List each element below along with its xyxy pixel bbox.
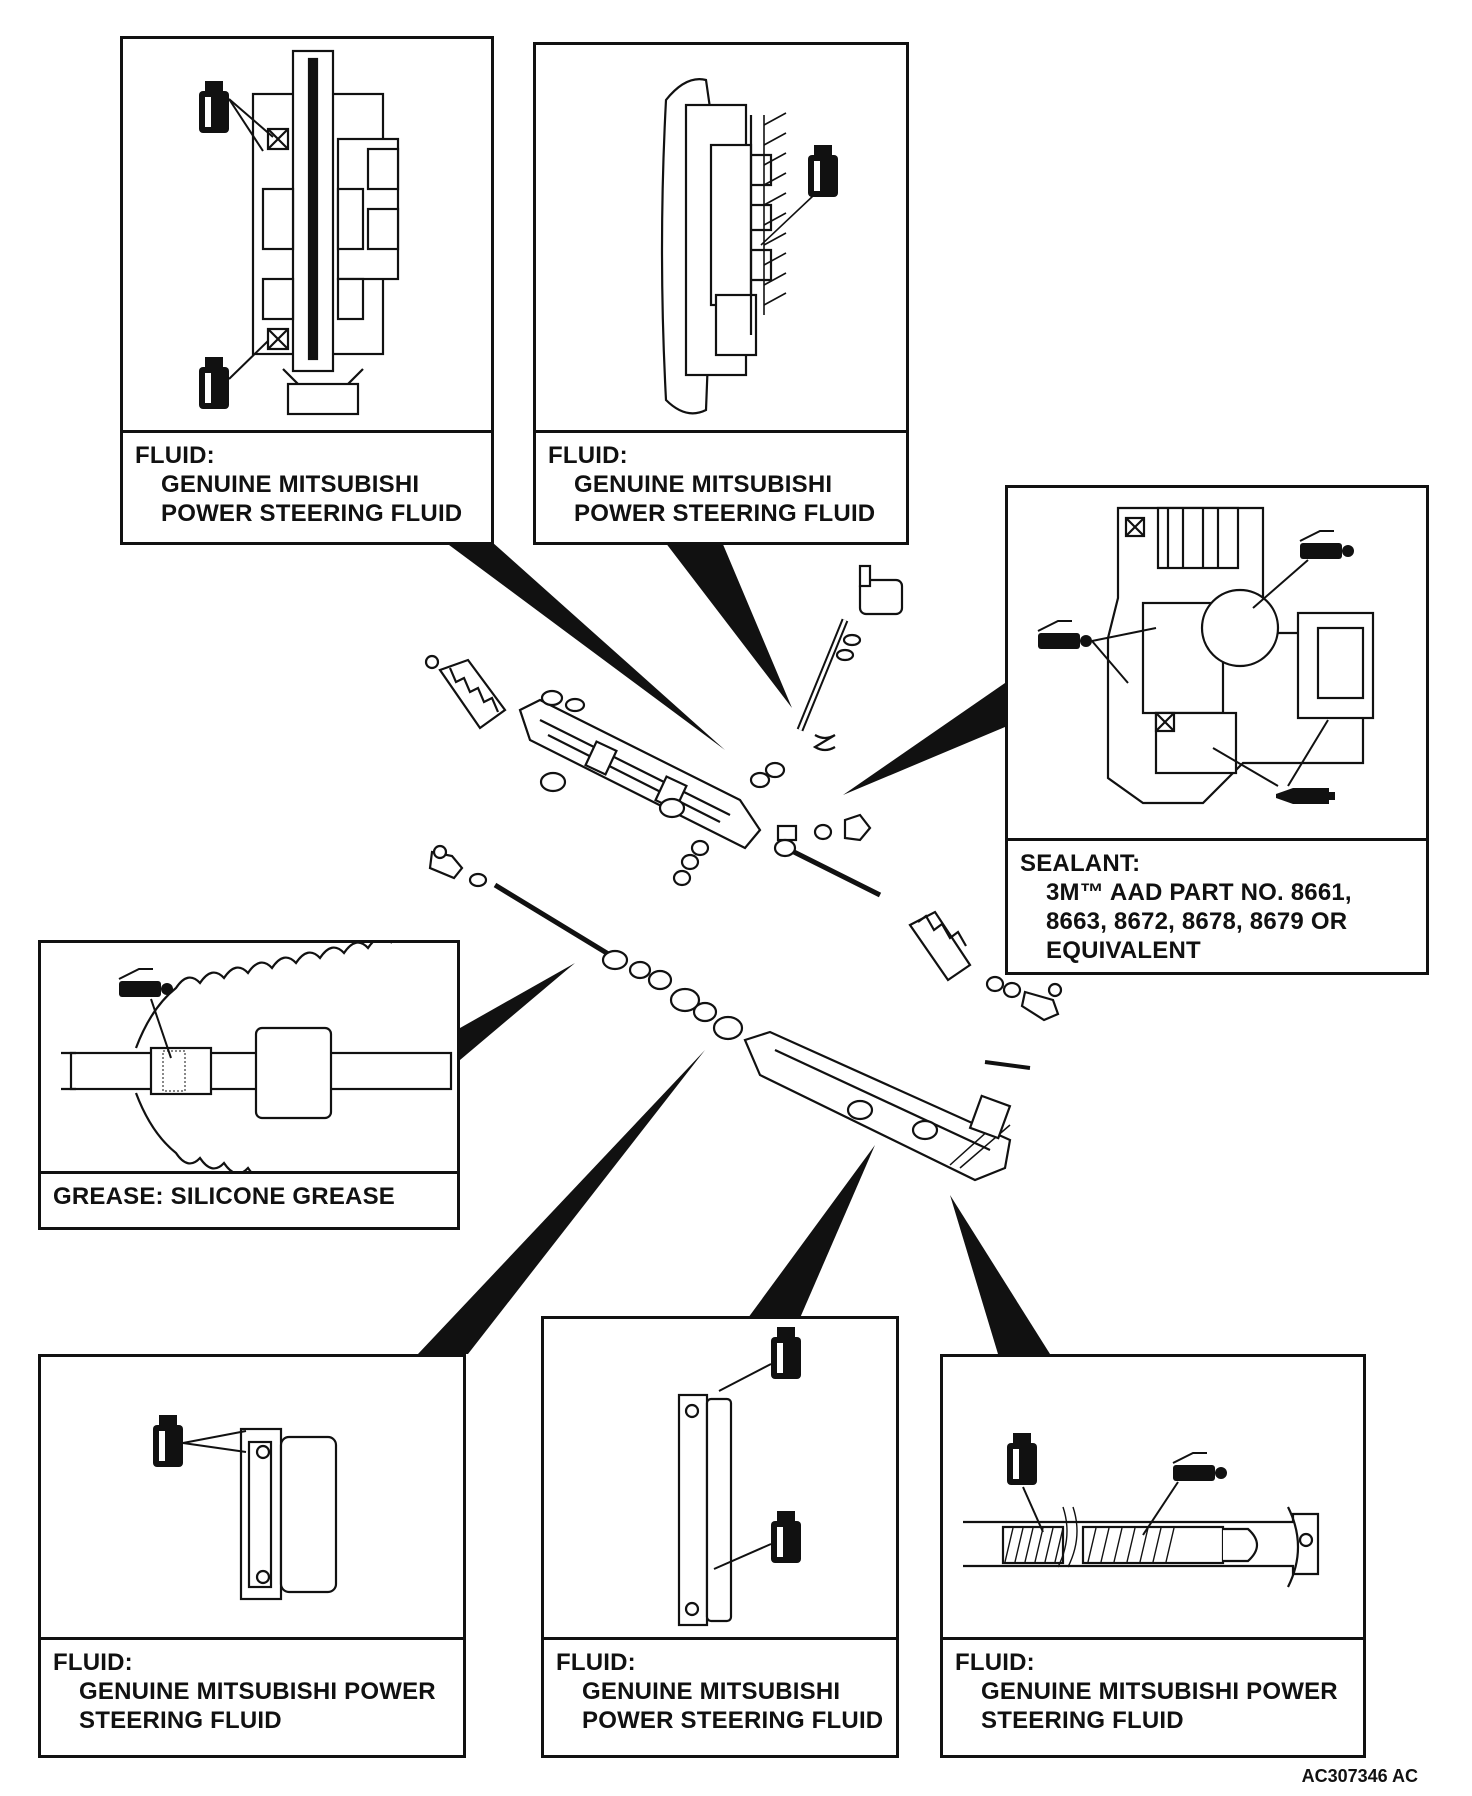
caption-head: SEALANT: bbox=[1020, 850, 1141, 877]
caption-head: FLUID: bbox=[135, 442, 215, 469]
fluid-bottle-icon bbox=[771, 1327, 801, 1379]
caption-sealant-area: SEALANT: 3M™ AAD PART NO. 8661, 8663, 86… bbox=[1008, 838, 1426, 972]
caption-head: FLUID: bbox=[53, 1649, 133, 1676]
caption-boot-grease: GREASE: SILICONE GREASE bbox=[41, 1171, 457, 1227]
panel-oil-seal: FLUID: GENUINE MITSUBISHI POWER STEERING… bbox=[38, 1354, 466, 1758]
caption-pinion-section: FLUID: GENUINE MITSUBISHI POWER STEERING… bbox=[123, 430, 491, 542]
fluid-bottle-icon bbox=[199, 81, 229, 133]
boot-grease-drawing bbox=[61, 943, 453, 1178]
pointer-wedges bbox=[418, 542, 1050, 1354]
valve-housing-drawing bbox=[660, 78, 838, 415]
grease-tube-icon bbox=[118, 968, 173, 997]
grease-tube-icon bbox=[1172, 1452, 1227, 1481]
caption-rack-teeth: FLUID: GENUINE MITSUBISHI POWER STEERING… bbox=[943, 1637, 1363, 1755]
rack-teeth-drawing bbox=[963, 1433, 1320, 1588]
panel-valve-housing: FLUID: GENUINE MITSUBISHI POWER STEERING… bbox=[533, 42, 909, 545]
caption-body: 3M™ AAD PART NO. 8661, 8663, 8672, 8678,… bbox=[1046, 879, 1352, 964]
caption-oil-seal: FLUID: GENUINE MITSUBISHI POWER STEERING… bbox=[41, 1637, 463, 1755]
caption-rack-bushing: FLUID: GENUINE MITSUBISHI POWER STEERING… bbox=[544, 1637, 896, 1755]
fluid-bottle-icon bbox=[808, 145, 838, 197]
caption-valve-housing: FLUID: GENUINE MITSUBISHI POWER STEERING… bbox=[536, 430, 906, 542]
caption-head: FLUID: bbox=[548, 442, 628, 469]
fluid-bottle-icon bbox=[199, 357, 229, 409]
fluid-bottle-icon bbox=[771, 1511, 801, 1563]
panel-boot-grease: GREASE: SILICONE GREASE bbox=[38, 940, 460, 1230]
oil-seal-drawing bbox=[153, 1415, 338, 1601]
panel-pinion-section: FLUID: GENUINE MITSUBISHI POWER STEERING… bbox=[120, 36, 494, 545]
fluid-bottle-icon bbox=[153, 1415, 183, 1467]
sealant-area-drawing bbox=[1037, 506, 1375, 805]
panel-rack-teeth: FLUID: GENUINE MITSUBISHI POWER STEERING… bbox=[940, 1354, 1366, 1758]
caption-head: FLUID: bbox=[556, 1649, 636, 1676]
steering-gear-exploded-drawing bbox=[424, 564, 1063, 1182]
rack-bushing-drawing bbox=[677, 1327, 801, 1627]
document-id: AC307346 AC bbox=[1301, 1766, 1418, 1786]
sealant-tube-icon bbox=[1276, 788, 1335, 804]
caption-body: GENUINE MITSUBISHI POWER STEERING FLUID bbox=[574, 471, 876, 527]
panel-rack-bushing: FLUID: GENUINE MITSUBISHI POWER STEERING… bbox=[541, 1316, 899, 1758]
fluid-bottle-icon bbox=[1007, 1433, 1037, 1485]
grease-tube-icon bbox=[1037, 620, 1092, 649]
boot-upper-left bbox=[438, 658, 507, 730]
caption-body: GENUINE MITSUBISHI POWER STEERING FLUID bbox=[79, 1678, 436, 1734]
caption-head: FLUID: bbox=[955, 1649, 1035, 1676]
caption-body: GENUINE MITSUBISHI POWER STEERING FLUID bbox=[582, 1678, 884, 1734]
pinion-section-drawing bbox=[199, 49, 400, 416]
grease-tube-icon bbox=[1299, 530, 1354, 559]
caption-body: GENUINE MITSUBISHI POWER STEERING FLUID bbox=[161, 471, 463, 527]
caption-body: GENUINE MITSUBISHI POWER STEERING FLUID bbox=[981, 1678, 1338, 1734]
caption-head: GREASE: SILICONE GREASE bbox=[53, 1183, 395, 1210]
panel-sealant-area: SEALANT: 3M™ AAD PART NO. 8661, 8663, 86… bbox=[1005, 485, 1429, 975]
